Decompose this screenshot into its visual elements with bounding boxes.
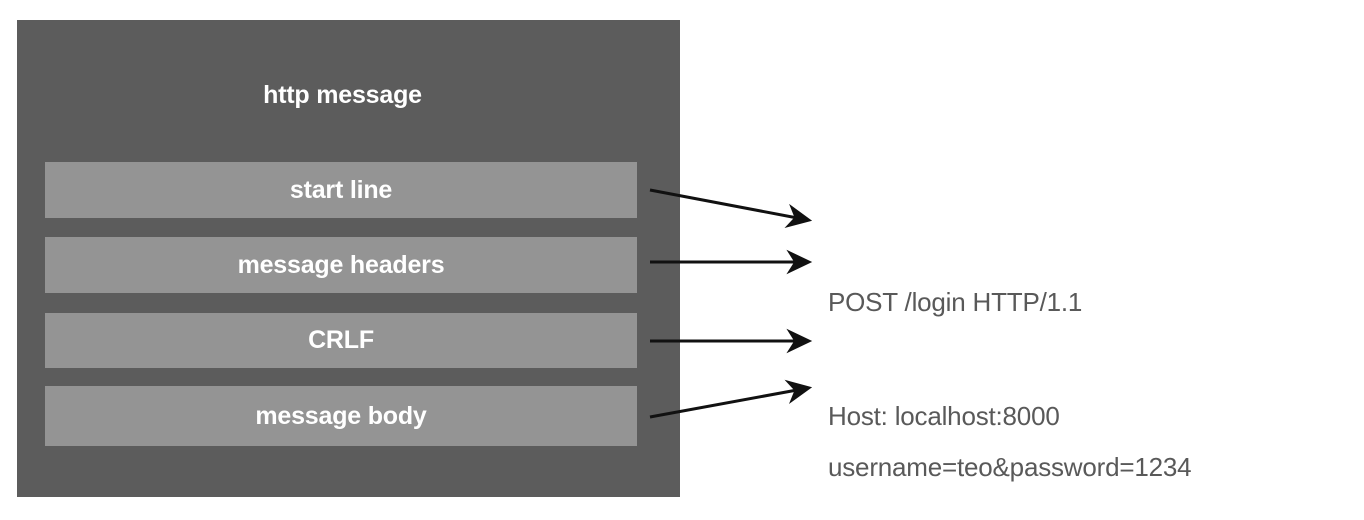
raw-message-head: POST /login HTTP/1.1 Host: localhost:800… xyxy=(828,207,1088,520)
http-message-title: http message xyxy=(263,81,422,109)
part-bar-crlf: CRLF xyxy=(45,313,637,368)
raw-line-host-header: Host: localhost:8000 xyxy=(828,401,1060,431)
part-bar-label: start line xyxy=(289,175,393,204)
part-bar-label: message body xyxy=(255,401,427,430)
part-bar-message-headers: message headers xyxy=(45,237,637,293)
part-bar-start-line: start line xyxy=(45,162,637,218)
raw-line-start-line: POST /login HTTP/1.1 xyxy=(828,287,1083,317)
http-message-container: http message start line message headers … xyxy=(17,20,680,497)
raw-line-connection-header: Connection: keep-alive xyxy=(828,511,1088,520)
raw-message-body: username=teo&password=1234 xyxy=(828,372,1192,520)
part-bar-label: message headers xyxy=(237,250,445,279)
part-bar-message-body: message body xyxy=(45,386,637,446)
part-bar-label: CRLF xyxy=(308,326,374,354)
raw-line-body-payload: username=teo&password=1234 xyxy=(828,452,1192,482)
